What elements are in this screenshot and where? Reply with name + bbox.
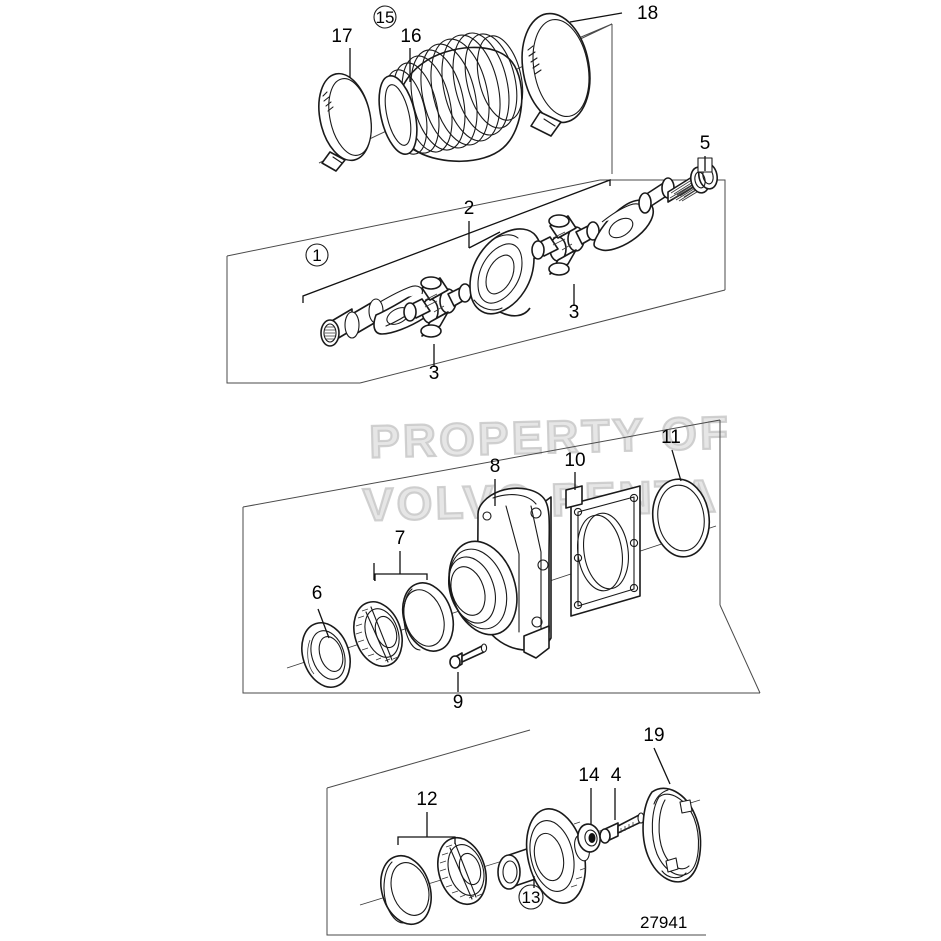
center-yoke — [469, 228, 542, 317]
callout-8-label: 8 — [490, 456, 501, 477]
callout-1-label: 1 — [312, 246, 321, 265]
retaining-clamp-ring — [642, 787, 702, 883]
callout-13-label: 13 — [522, 888, 541, 907]
callout-14-label: 14 — [578, 765, 600, 786]
hose-clamp-small — [318, 72, 372, 172]
callout-16-label: 16 — [400, 26, 421, 47]
splined-hub — [497, 808, 590, 904]
bearing-set — [380, 836, 487, 925]
callout-15: 15 — [373, 5, 397, 29]
housing-bolt — [449, 643, 488, 669]
o-ring — [651, 478, 711, 558]
bracket-7 — [374, 573, 428, 581]
callout-12-label: 12 — [416, 789, 437, 810]
leader-18 — [569, 12, 623, 23]
callout-4-label: 4 — [611, 765, 622, 786]
callout-2-label: 2 — [464, 198, 475, 219]
callout-9-label: 9 — [453, 692, 464, 713]
callout-6-label: 6 — [312, 583, 323, 604]
leader-2 — [468, 221, 501, 249]
oil-seal — [301, 622, 351, 688]
callout-5-label: 5 — [700, 133, 711, 154]
callout-17: 17 — [331, 26, 352, 47]
diagram-id: 27941 — [640, 913, 687, 932]
callout-15-label: 15 — [376, 8, 395, 27]
group-hub: 12 13 14 4 19 — [326, 725, 706, 936]
flange-gasket — [565, 485, 641, 617]
leader-19 — [653, 747, 671, 785]
callout-17-label: 17 — [331, 26, 352, 47]
watermark-line-1: PROPERTY OF — [369, 406, 732, 467]
bracket-driveshaft-inner — [302, 179, 611, 303]
watermark-line-1-outline: PROPERTY OF — [369, 406, 732, 467]
universal-joint-cross-rear — [531, 214, 600, 276]
callout-18: 18 — [637, 3, 658, 24]
tapered-roller-bearing — [353, 582, 455, 667]
hub-bolt — [599, 812, 645, 844]
callout-7-label: 7 — [395, 528, 406, 549]
washer — [577, 823, 601, 853]
hose-clamp-large — [521, 12, 591, 137]
group-driveshaft: 1 2 3 3 5 — [226, 133, 726, 384]
callout-18-label: 18 — [637, 3, 658, 24]
callout-3-front-label: 3 — [429, 363, 440, 384]
callout-10-label: 10 — [564, 450, 585, 471]
bearing-housing — [448, 487, 552, 659]
group-housing: 6 7 8 9 10 11 — [242, 419, 761, 713]
group-bellows: 17 16 18 15 — [318, 3, 658, 174]
callout-3-rear-label: 3 — [569, 302, 580, 323]
callout-16: 16 — [400, 26, 421, 47]
leader-6 — [317, 608, 330, 639]
leader-11 — [671, 449, 682, 482]
universal-joint-cross-front — [403, 276, 472, 338]
callout-19-label: 19 — [643, 725, 664, 746]
callout-11-label: 11 — [661, 427, 681, 448]
callout-1: 1 — [305, 243, 329, 267]
bellows-boot — [378, 32, 524, 163]
callout-13: 13 — [518, 884, 544, 910]
